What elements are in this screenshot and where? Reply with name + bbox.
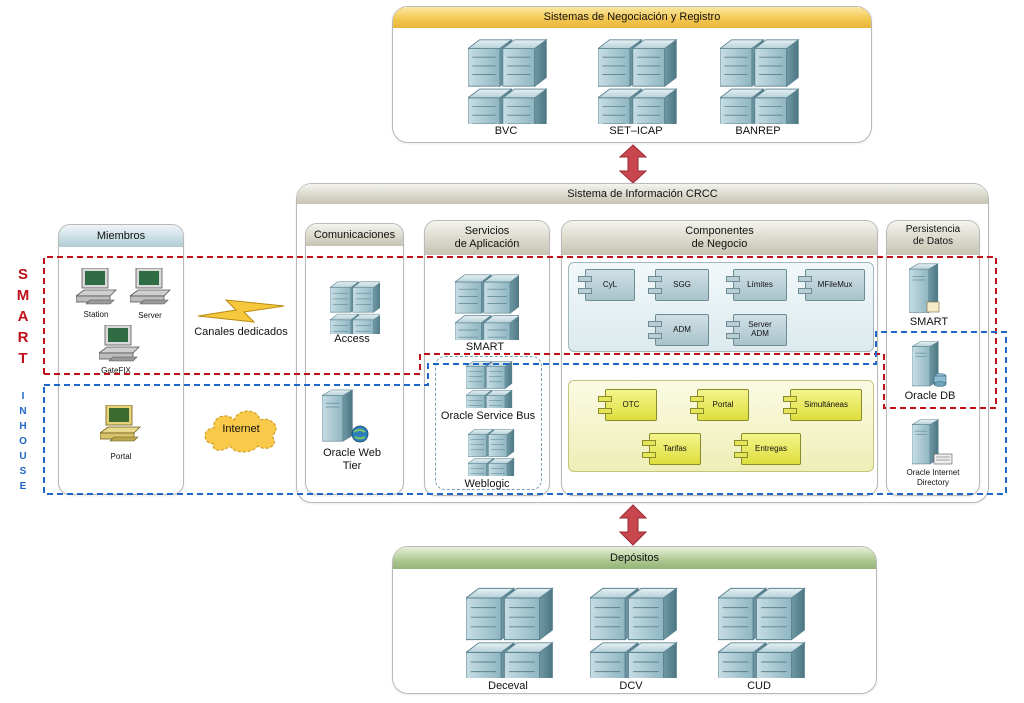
oracle-web-tier-label-2: Tier [342,460,362,472]
persistencia-title-line-2: de Datos [912,235,954,247]
componentes-title-line-2: de Negocio [691,237,748,250]
servicios-title: Servicios de Aplicación [425,221,549,255]
canales-dedicados-label: Canales dedicados [194,326,288,338]
inhouse-letter-n: N [19,406,27,417]
smart-letter-a: A [17,308,29,325]
comunicaciones-title: Comunicaciones [306,224,403,246]
tarifas-label: Tarifas [663,443,687,453]
dcv-label: DCV [619,680,643,692]
oracle-internet-directory-icon [912,419,953,465]
portal-component: Portal [690,389,749,421]
dcv-server-icon [590,582,680,678]
adm-label: ADM [673,324,691,334]
inhouse-letter-o: O [19,436,27,447]
portal-comp-label: Portal [712,399,734,409]
cyl-label: CyL [602,279,618,289]
lightning-bolt-icon [197,299,285,323]
persistencia-title: Persistencia de Datos [887,221,979,255]
deceval-label: Deceval [488,680,528,692]
otc-label: OTC [622,399,640,409]
smart-side-label: S M A R T [14,264,32,369]
station-label: Station [83,310,109,319]
inhouse-letter-s: S [19,466,27,477]
comunicaciones-column: Comunicaciones [305,223,404,495]
otc-component: OTC [598,389,657,421]
entregas-component: Entregas [734,433,801,465]
smart-letter-m: M [16,287,30,304]
cyl-component: CyL [578,269,635,301]
smart-letter-s: S [17,266,28,283]
simultaneas-component: Simultáneas [783,389,862,421]
weblogic-cluster-frame [435,356,542,490]
depositos-panel-title: Depósitos [393,547,876,569]
banrep-label: BANREP [735,125,781,137]
smart-app-label: SMART [465,341,505,353]
weblogic-label: Weblogic [464,478,510,490]
smart-letter-t: T [18,350,28,367]
inhouse-letter-u: U [19,451,27,462]
mfilemux-label: MFileMux [817,279,853,289]
servicios-title-line-1: Servicios [464,225,510,237]
server-adm-component: Server ADM [726,314,787,346]
tarifas-component: Tarifas [642,433,701,465]
negociacion-panel-title: Sistemas de Negociación y Registro [393,7,871,28]
crcc-panel-title: Sistema de Información CRCC [297,184,988,204]
server-label: Server [138,311,162,320]
set-icap-label: SET–ICAP [609,125,663,137]
portal-label: Portal [110,452,132,461]
componentes-title: Componentes de Negocio [562,221,877,255]
sgg-label: SGG [673,279,691,289]
inhouse-letter-h: H [19,421,27,432]
oracle-web-tier-label-1: Oracle Web [323,447,381,459]
oracle-internet-directory-label-1: Oracle Internet [906,468,960,477]
oracle-internet-directory-label-2: Directory [916,478,949,487]
inhouse-letter-e: E [19,481,27,492]
server-adm-label: Server ADM [748,320,772,338]
oracle-web-tier-icon [322,389,369,443]
sgg-component: SGG [648,269,709,301]
access-label: Access [334,333,370,345]
cud-label: CUD [747,680,771,692]
adm-component: ADM [648,314,709,346]
internet-cloud-icon [204,410,277,453]
simultaneas-label: Simultáneas [803,399,849,409]
persistencia-title-line-1: Persistencia [905,224,961,235]
entregas-label: Entregas [754,443,788,453]
servicios-title-line-2: de Aplicación [454,237,520,250]
mfilemux-component: MFileMux [798,269,865,301]
inhouse-letter-i: I [21,391,25,402]
oracle-db-label: Oracle DB [904,390,956,402]
bvc-label: BVC [494,125,518,137]
miembros-title: Miembros [59,225,183,247]
oracle-db-server-icon [912,341,947,387]
smart-db-label: SMART [909,316,949,328]
gatefix-label: GateFIX [101,366,131,375]
limites-label: Límites [747,279,773,289]
limites-component: Límites [726,269,787,301]
deceval-server-icon [466,582,556,678]
smart-letter-r: R [17,329,29,346]
componentes-title-line-1: Componentes [685,225,754,237]
internet-label: Internet [222,423,260,435]
smart-db-server-icon [909,263,940,313]
oracle-service-bus-label: Oracle Service Bus [440,410,536,422]
cud-server-icon [718,582,808,678]
inhouse-side-label: I N H O U S E [15,389,31,494]
arrow-depositos-icon [618,504,648,546]
